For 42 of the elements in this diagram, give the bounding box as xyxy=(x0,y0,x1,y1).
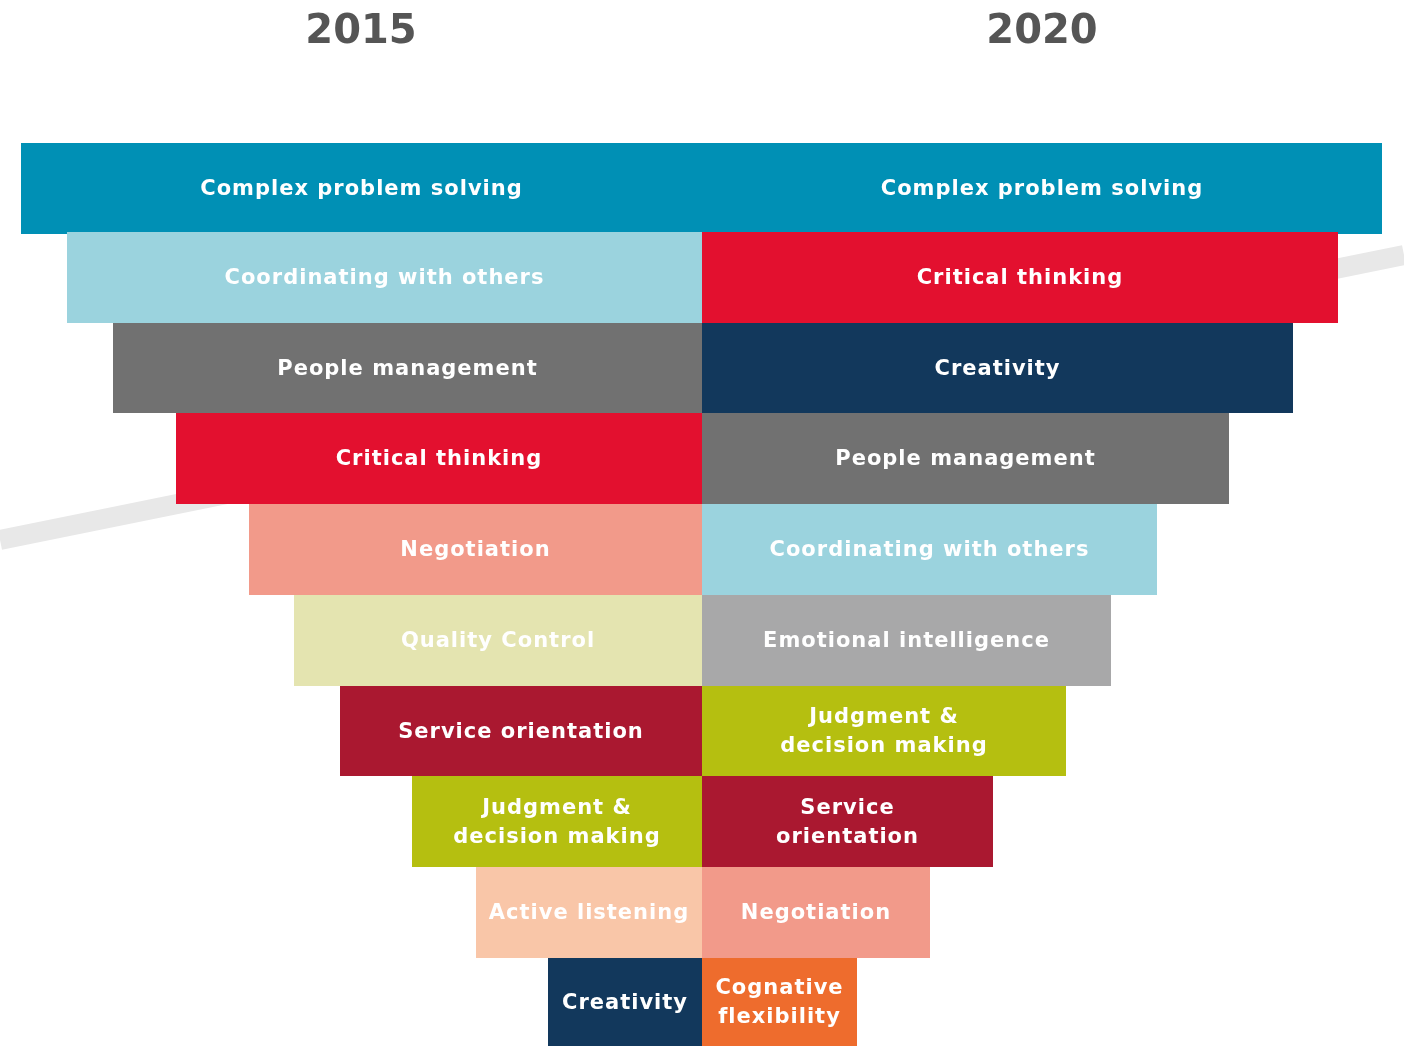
skill-bar xyxy=(249,504,702,595)
skill-bar xyxy=(113,323,702,413)
skill-bar xyxy=(340,686,702,776)
skill-label: Negotiation xyxy=(400,536,551,563)
skill-label: Creativity xyxy=(934,354,1061,382)
skill-label: Complex problem solving xyxy=(200,175,523,202)
skill-bar xyxy=(702,143,1382,234)
skill-bar xyxy=(702,686,1066,776)
skill-label: Emotional intelligence xyxy=(763,627,1050,654)
skill-bar xyxy=(21,143,702,234)
skill-label: Service orientation xyxy=(775,793,920,850)
skill-bar xyxy=(702,776,993,867)
skill-bar xyxy=(294,595,702,686)
skill-label: Critical thinking xyxy=(916,264,1124,291)
skill-bar xyxy=(476,867,702,958)
skill-bar xyxy=(702,232,1338,323)
skill-bar xyxy=(702,867,930,958)
skill-label: People management xyxy=(835,445,1096,472)
skill-bar xyxy=(176,413,702,504)
skill-bar xyxy=(702,413,1229,504)
skill-label: Active listening xyxy=(488,899,690,926)
skill-bar xyxy=(67,232,702,323)
skill-bar xyxy=(702,958,857,1046)
year-heading: 2015 xyxy=(305,6,417,52)
skill-label: Cognative flexibility xyxy=(714,974,845,1030)
skill-label: People management xyxy=(277,354,538,382)
skill-label: Creativity xyxy=(561,988,688,1016)
skill-bar xyxy=(702,504,1157,595)
skill-label: Critical thinking xyxy=(335,445,543,472)
skill-bar xyxy=(548,958,702,1046)
skill-label: Complex problem solving xyxy=(880,175,1204,202)
skill-label: Service orientation xyxy=(398,717,644,745)
skill-label: Quality Control xyxy=(400,627,596,654)
skill-bar xyxy=(702,595,1111,686)
skill-label: Judgment & decision making xyxy=(779,703,989,759)
skill-label: Negotiation xyxy=(740,899,892,926)
skill-bar xyxy=(702,323,1293,413)
skill-label: Judgment & decision making xyxy=(452,793,662,850)
skill-label: Coordinating with others xyxy=(224,264,545,291)
year-heading: 2020 xyxy=(986,6,1098,52)
skill-label: Coordinating with others xyxy=(769,536,1090,563)
skill-bar xyxy=(412,776,702,867)
